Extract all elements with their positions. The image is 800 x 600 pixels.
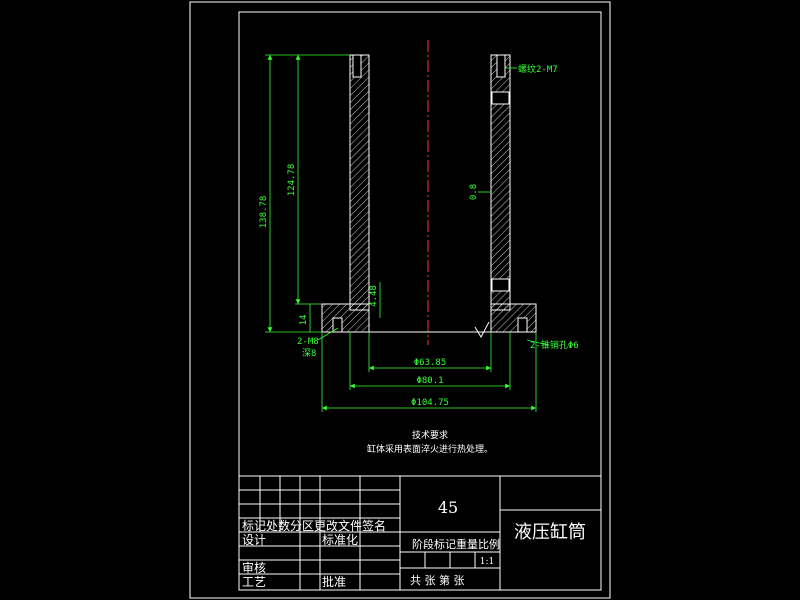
title-rev-header: 标记处数分区更改文件签名 xyxy=(242,518,386,533)
title-material: 45 xyxy=(438,498,458,517)
right-flange xyxy=(490,303,537,333)
cylinder-section-view xyxy=(321,40,537,345)
dim-inner-height: 124.78 xyxy=(287,164,297,197)
left-wall-hatch xyxy=(349,54,370,311)
callout-thread-top: 螺纹2-M7 xyxy=(518,63,558,75)
tech-note-line1: 缸体采用表面淬火进行热处理。 xyxy=(367,443,493,455)
tech-note-title: 技术要求 xyxy=(412,429,448,441)
title-scale: 1:1 xyxy=(480,557,494,567)
roughness-symbol xyxy=(474,321,490,339)
lower-port xyxy=(491,278,510,292)
title-part-name: 液压缸筒 xyxy=(514,521,586,543)
title-sheets: 共 张 第 张 xyxy=(410,573,465,587)
title-review: 审核 xyxy=(242,560,266,575)
callout-thread-left: 2-M8 xyxy=(297,337,319,347)
left-flange-hole xyxy=(332,317,343,333)
title-design: 设计 xyxy=(242,533,266,547)
dim-flange-height: 14 xyxy=(299,315,309,326)
top-left-thread-hole xyxy=(352,54,362,78)
right-flange-hole xyxy=(517,317,528,333)
title-block xyxy=(238,475,602,591)
sheet-outer-border xyxy=(189,1,611,599)
dim-total-height: 138.78 xyxy=(259,196,269,229)
dimensions xyxy=(265,54,549,412)
dim-inner-diameter: Φ63.85 xyxy=(414,358,447,368)
dim-bore-diameter: Φ80.1 xyxy=(416,376,443,386)
callout-hole-right: 2-锥销孔Φ6 xyxy=(530,339,579,351)
left-flange xyxy=(321,303,370,333)
dim-small-height: 4.48 xyxy=(369,285,379,307)
top-right-thread-hole xyxy=(496,54,506,78)
title-approve: 批准 xyxy=(322,574,346,589)
upper-port xyxy=(491,91,510,105)
dim-roughness: 0.8 xyxy=(469,184,479,200)
title-stage-header: 阶段标记重量比例 xyxy=(412,537,500,551)
title-process: 工艺 xyxy=(242,575,266,589)
sheet-inner-border xyxy=(238,11,602,591)
dim-outer-diameter: Φ104.75 xyxy=(411,398,449,408)
title-standardize: 标准化 xyxy=(322,533,358,547)
callout-depth-left: 深8 xyxy=(302,348,316,359)
